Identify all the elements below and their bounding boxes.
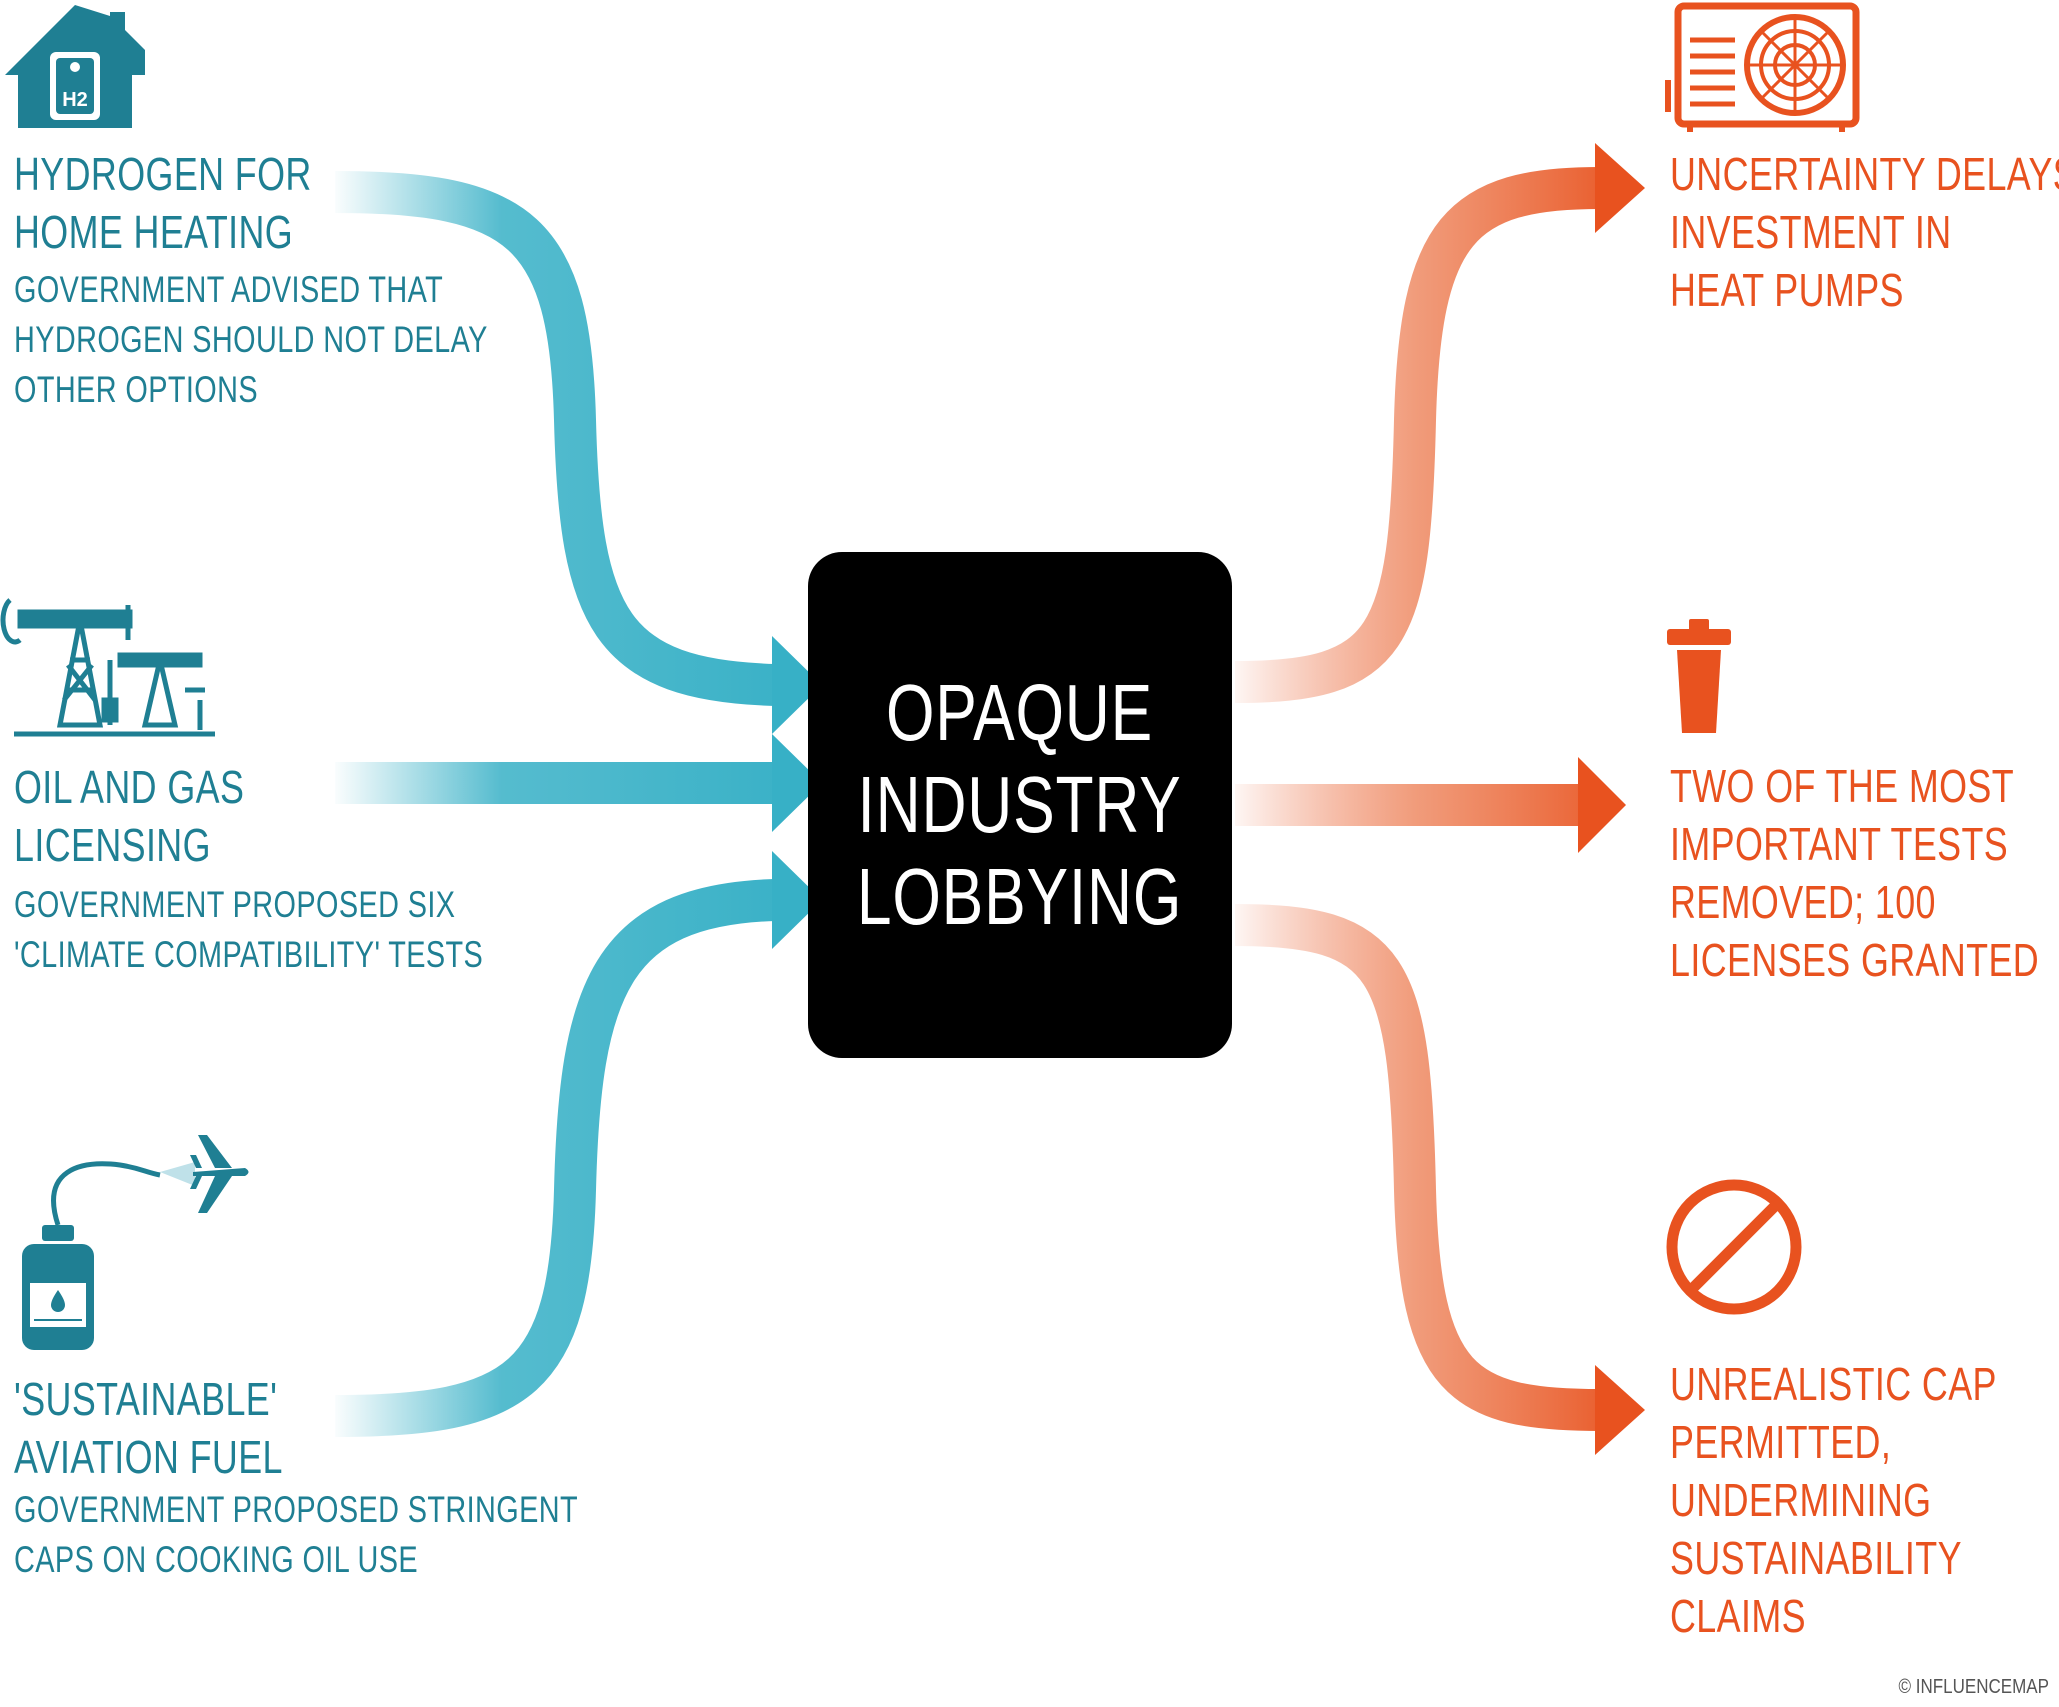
input-title-hydrogen: HYDROGEN FOR HOME HEATING — [14, 145, 312, 261]
heat-pump-icon — [1665, 2, 1860, 132]
input-subtitle-line: 'CLIMATE COMPATIBILITY' TESTS — [14, 934, 484, 975]
input-subtitle-line: OTHER OPTIONS — [14, 369, 258, 410]
output-text-cap: UNREALISTIC CAP PERMITTED, UNDERMINING S… — [1670, 1355, 1997, 1645]
output-text-line: PERMITTED, — [1670, 1416, 1892, 1468]
input-arrow-hydrogen — [334, 171, 822, 734]
output-text-line: UNDERMINING — [1670, 1474, 1932, 1526]
input-arrow-oil-gas — [335, 734, 822, 832]
output-text-line: UNREALISTIC CAP — [1670, 1358, 1997, 1410]
prohibited-icon — [1666, 1179, 1802, 1315]
output-text-line: INVESTMENT IN — [1670, 206, 1952, 258]
output-text-line: REMOVED; 100 — [1670, 876, 1936, 928]
center-label: OPAQUE INDUSTRY LOBBYING — [857, 668, 1183, 941]
input-title-line: LICENSING — [14, 819, 211, 871]
output-text-heat-pumps: UNCERTAINTY DELAYS INVESTMENT IN HEAT PU… — [1670, 145, 2059, 319]
copyright-notice: © INFLUENCEMAP — [1898, 1676, 2049, 1698]
output-text-line: HEAT PUMPS — [1670, 264, 1904, 316]
output-text-line: SUSTAINABILITY — [1670, 1532, 1962, 1584]
input-subtitle-line: GOVERNMENT ADVISED THAT — [14, 269, 444, 310]
hydrogen-house-icon: H2 — [5, 5, 145, 128]
input-title-line: AVIATION FUEL — [14, 1431, 283, 1483]
input-subtitle-line: HYDROGEN SHOULD NOT DELAY — [14, 319, 488, 360]
output-text-tests: TWO OF THE MOST IMPORTANT TESTS REMOVED;… — [1670, 757, 2039, 989]
input-subtitle-line: GOVERNMENT PROPOSED STRINGENT — [14, 1489, 579, 1530]
input-title-aviation: 'SUSTAINABLE' AVIATION FUEL — [14, 1370, 283, 1486]
input-subtitle-line: CAPS ON COOKING OIL USE — [14, 1539, 419, 1580]
output-arrow-heat-pumps — [1234, 143, 1645, 703]
input-arrow-aviation — [334, 851, 822, 1437]
output-text-line: UNCERTAINTY DELAYS — [1670, 148, 2059, 200]
output-text-line: IMPORTANT TESTS — [1670, 818, 2009, 870]
input-title-line: 'SUSTAINABLE' — [14, 1373, 278, 1425]
input-title-line: HOME HEATING — [14, 206, 294, 258]
svg-text:H2: H2 — [62, 89, 88, 111]
input-subtitle-hydrogen: GOVERNMENT ADVISED THAT HYDROGEN SHOULD … — [14, 265, 488, 415]
oil-pump-icon — [0, 598, 215, 737]
input-title-oil-gas: OIL AND GAS LICENSING — [14, 758, 244, 874]
input-title-line: HYDROGEN FOR — [14, 148, 312, 200]
output-arrow-cap — [1234, 904, 1645, 1455]
input-title-line: OIL AND GAS — [14, 761, 245, 813]
output-text-line: TWO OF THE MOST — [1670, 760, 2015, 812]
input-subtitle-oil-gas: GOVERNMENT PROPOSED SIX 'CLIMATE COMPATI… — [14, 880, 483, 980]
fuel-jar-airplane-icon — [22, 1135, 249, 1350]
output-text-line: CLAIMS — [1670, 1590, 1806, 1642]
trash-bin-icon — [1667, 619, 1731, 733]
output-arrow-tests — [1235, 757, 1626, 853]
input-subtitle-aviation: GOVERNMENT PROPOSED STRINGENT CAPS ON CO… — [14, 1485, 578, 1585]
center-box: OPAQUE INDUSTRY LOBBYING — [808, 552, 1232, 1058]
output-text-line: LICENSES GRANTED — [1670, 934, 2040, 986]
input-subtitle-line: GOVERNMENT PROPOSED SIX — [14, 884, 456, 925]
